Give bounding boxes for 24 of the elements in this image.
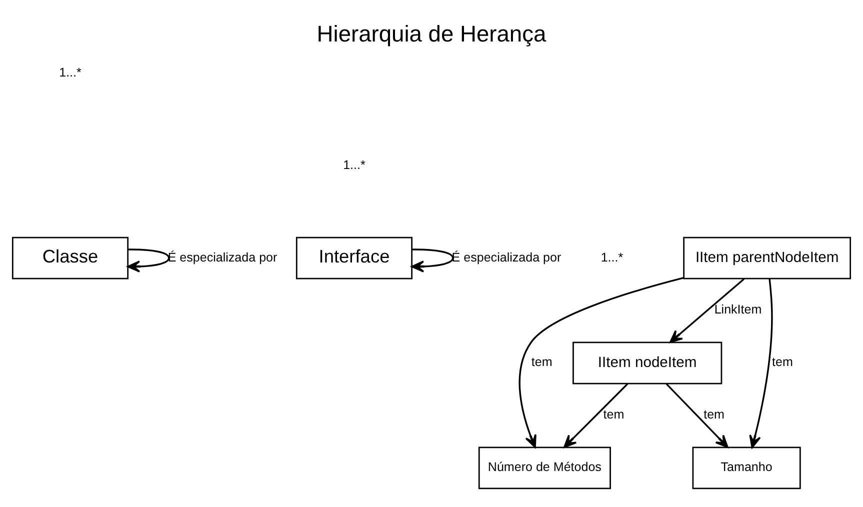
- node-box: Número de Métodos: [478, 446, 611, 490]
- node-box: Tamanho: [692, 446, 801, 490]
- node-box: Interface: [296, 236, 412, 280]
- edge-label: tem: [603, 408, 624, 422]
- node-box: IItem parentNodeItem: [683, 236, 852, 280]
- edge-label: É especializada por: [168, 250, 278, 264]
- arrow: [127, 248, 170, 272]
- label: 1...*: [59, 66, 82, 80]
- edge-label: tem: [704, 408, 724, 422]
- label: 1...*: [600, 250, 624, 264]
- edge-label: tem: [531, 355, 552, 370]
- arrow: [518, 277, 684, 448]
- arrow: [564, 383, 628, 448]
- arrow: [749, 278, 773, 448]
- diagram-title: Hierarquia de Herança: [316, 20, 546, 46]
- edge-label: LinkItem: [714, 302, 762, 317]
- arrow: [411, 248, 454, 272]
- node-box: IItem nodeItem: [572, 342, 722, 384]
- arrow: [670, 278, 745, 343]
- edge-label: tem: [772, 355, 793, 370]
- label: 1...*: [343, 158, 366, 172]
- node-box: Classe: [12, 236, 129, 280]
- arrow: [666, 383, 728, 448]
- edge-label: É especializada por: [452, 250, 562, 264]
